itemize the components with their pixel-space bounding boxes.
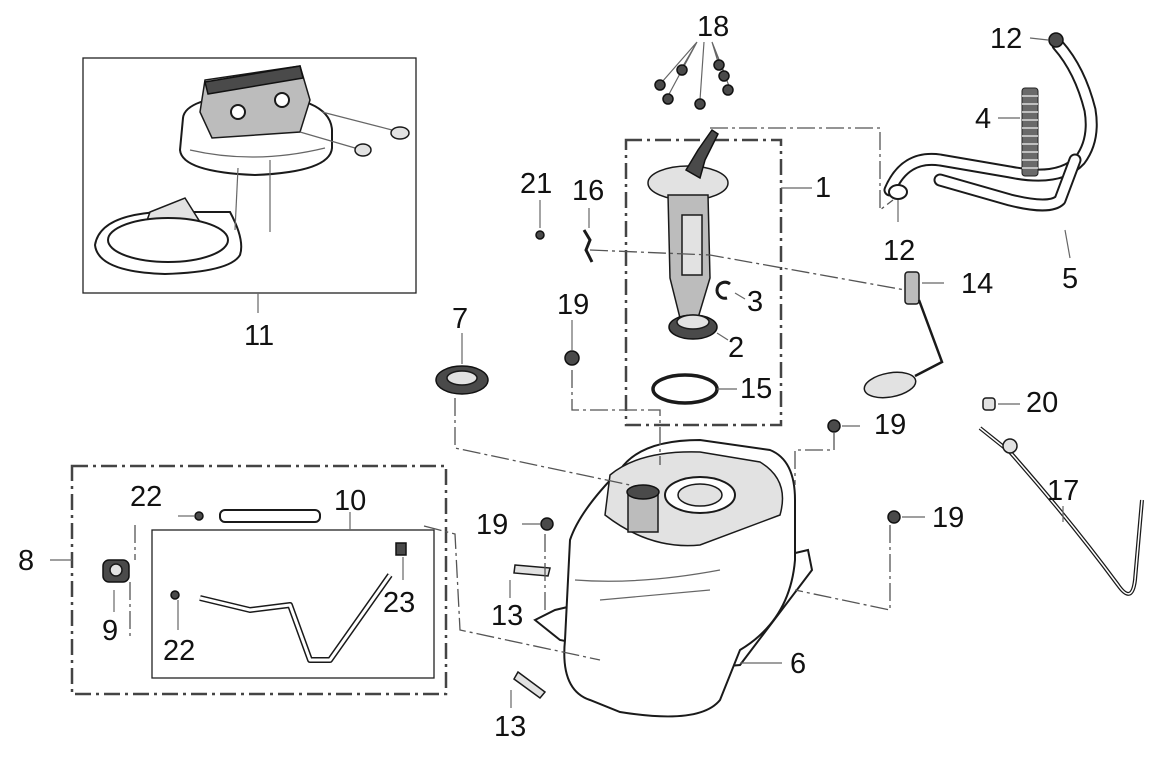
fuel-level-sender [863,271,944,399]
callout-22-bottom: 22 [163,635,195,667]
callout-4: 4 [975,103,991,135]
callout-8: 8 [18,545,34,577]
fuel-pump-o-ring [651,373,737,405]
callout-19-c: 19 [476,509,508,541]
callout-13-lower: 13 [494,711,526,743]
vent-valve-assembly [50,464,448,696]
fuel-pump-clip [715,280,746,300]
callout-16: 16 [572,175,604,207]
callout-5: 5 [1062,263,1078,295]
flange-bolts [654,41,734,110]
callout-3: 3 [747,286,763,318]
cable-clip [982,397,1020,411]
hose-spring [998,87,1039,177]
fuel-tank [533,438,814,718]
callout-14: 14 [961,268,993,300]
vent-hose [199,509,393,663]
callout-12-top: 12 [990,23,1022,55]
hose-clip-small [170,511,407,630]
wire-clip [582,208,594,263]
tank-bolts [509,564,551,708]
callout-21: 21 [520,168,552,200]
callout-9: 9 [102,615,118,647]
fuel-pump-strainer [668,314,729,341]
callout-13-upper: 13 [491,600,523,632]
vent-valve-box [70,464,448,696]
callout-20: 20 [1026,387,1058,419]
fuel-cap-inset-frame [82,57,417,294]
callout-10: 10 [334,485,366,517]
callout-22-top: 22 [130,481,162,513]
fuel-cap-top [178,65,333,177]
fuel-pump-assembly [624,128,812,427]
alignment-lines [129,127,906,661]
fuel-pump-flange [647,128,729,201]
callout-1: 1 [815,172,831,204]
tank-mount-bolts [522,320,925,531]
vent-tube-box [151,529,435,679]
small-fastener [535,200,545,240]
callout-19-d: 19 [932,502,964,534]
fuel-pump-body [667,194,711,319]
callout-15: 15 [740,373,772,405]
fuel-cap-base-ring [93,160,271,276]
fuel-cap-screws [299,111,410,157]
callout-23: 23 [383,587,415,619]
filler-grommet [435,333,489,395]
fuel-pump-box [624,138,783,427]
callout-2: 2 [728,332,744,364]
callout-numbers: 1 2 3 4 5 6 7 8 9 10 11 12 12 13 13 14 1… [18,11,1079,743]
hose-clamps [888,32,1064,222]
fuel-cap-inset [82,57,417,313]
vent-valve [102,559,130,612]
callout-18: 18 [697,11,729,43]
callout-19-b: 19 [874,409,906,441]
callout-6: 6 [790,648,806,680]
fuel-hose [883,38,1098,259]
callout-19-a: 19 [557,289,589,321]
callout-11: 11 [244,320,274,352]
callout-12-lower: 12 [883,235,915,267]
callout-17: 17 [1047,475,1079,507]
drain-cable [978,426,1144,596]
callout-7: 7 [452,303,468,335]
tank-filler-neck [626,484,660,533]
